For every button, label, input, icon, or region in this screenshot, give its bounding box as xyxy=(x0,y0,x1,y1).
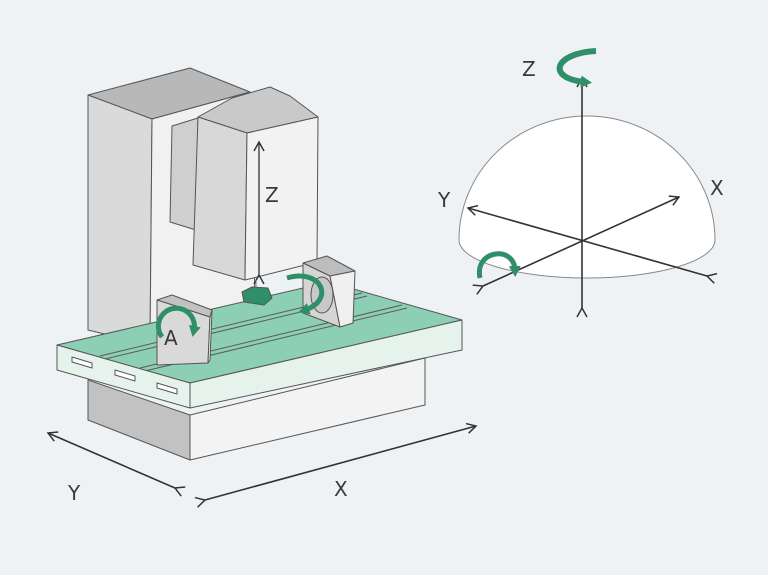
z-rotation-arrow xyxy=(556,48,597,88)
x-axis-label: X xyxy=(334,477,348,501)
machine: Z A Y X xyxy=(46,67,478,508)
workpiece xyxy=(241,286,273,306)
y-rotation-arrow xyxy=(477,251,521,279)
head-rear-block xyxy=(169,117,199,231)
x-travel-arrow xyxy=(194,422,478,508)
z-axis-label: Z xyxy=(265,183,279,207)
c-rotation-arrow xyxy=(286,273,325,315)
c-fixture-front xyxy=(329,270,356,328)
sphere-z-label: Z xyxy=(522,57,536,81)
y-axis-label: Y xyxy=(67,481,81,505)
spindle-head-side xyxy=(192,116,248,281)
column-side xyxy=(87,94,153,346)
sphere-y-label: Y xyxy=(437,188,451,212)
spindle-head-front xyxy=(244,116,319,281)
a-fixture-side xyxy=(207,309,213,364)
sphere-x-label: X xyxy=(710,176,724,200)
a-axis-label: A xyxy=(164,326,178,350)
y-travel-arrow xyxy=(46,431,186,497)
table-side xyxy=(189,319,463,409)
t-slot-ends xyxy=(71,356,178,395)
axes-sphere: Z Y X xyxy=(437,48,724,318)
a-rotation-arrow xyxy=(155,305,201,339)
